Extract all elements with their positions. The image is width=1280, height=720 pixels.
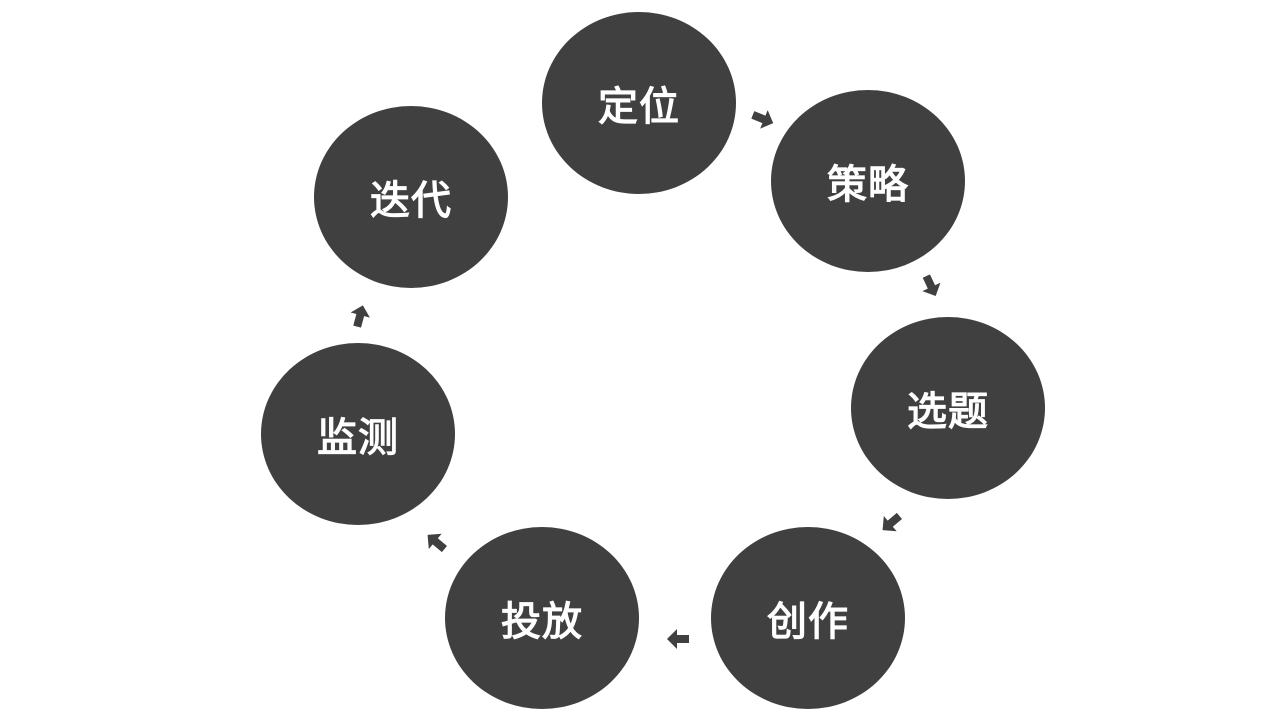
arrow-2-to-3 [917,271,945,301]
node-label: 定位 [598,84,680,130]
node-creation: 创作 [711,527,905,709]
arrow-4-to-5 [667,629,689,649]
node-label: 创作 [767,599,849,645]
node-monitoring: 监测 [261,343,455,525]
node-positioning: 定位 [542,12,736,194]
node-label: 监测 [317,415,399,461]
arrow-1-to-2 [749,105,777,133]
node-label: 投放 [501,599,583,645]
node-iteration: 迭代 [314,106,508,288]
node-label: 迭代 [370,178,452,224]
node-topic-selection: 选题 [851,317,1045,499]
arrow-5-to-6 [421,527,451,557]
node-label: 策略 [827,162,909,208]
node-delivery: 投放 [445,527,639,709]
node-label: 选题 [907,389,989,435]
node-strategy: 策略 [771,90,965,272]
arrow-3-to-4 [876,508,906,538]
arrow-6-to-7 [347,302,373,330]
